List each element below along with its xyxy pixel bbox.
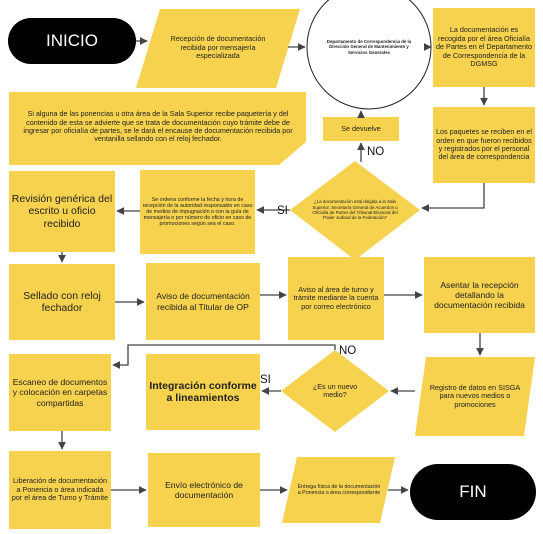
generic-review-box: [9, 171, 115, 252]
op-notice-box: [146, 263, 260, 340]
integration-label: Integración conforme a lineamientos: [149, 379, 257, 404]
integration-box: [146, 354, 260, 430]
edge-si-left: SI: [277, 205, 288, 217]
stamp-box: [9, 264, 115, 340]
stamp-label: Sellado con reloj fechador: [23, 289, 101, 314]
ordering-label: Se ordena conforme la fecha y hora de re…: [142, 196, 253, 228]
reception-parallelogram: [136, 9, 300, 88]
end-terminal: [410, 464, 536, 520]
edge-no-mid: NO: [339, 345, 357, 357]
record-reception-box: [424, 257, 535, 333]
returned-box: [323, 117, 399, 141]
pickup-box: [433, 8, 535, 87]
scanning-label: Escaneo de documentos y colocación en ca…: [12, 377, 108, 408]
op-notice-label: Aviso de documentación recibida al Titul…: [156, 291, 250, 312]
new-media-label: ¿Es un nuevo medio?: [312, 381, 358, 399]
returned-label: Se devuelve: [341, 123, 381, 133]
electronic-send-box: [148, 453, 260, 527]
edge-si-mid: SI: [260, 374, 271, 386]
release-box: [9, 451, 111, 529]
physical-delivery-parallelogram: [282, 457, 395, 523]
package-order-box: [433, 107, 535, 183]
addressed-decision: [290, 161, 420, 260]
turn-notice-label: Aviso al área de turno y trámite mediant…: [293, 284, 379, 311]
start-terminal: [8, 18, 136, 64]
package-order-label: Los paquetes se reciben en el orden en q…: [436, 127, 532, 162]
record-reception-label: Asentar la recepción detallando la docum…: [434, 279, 525, 311]
department-circle: [306, 0, 432, 110]
release-label: Liberación de documentación a Ponencia o…: [11, 476, 109, 503]
department-label: Departamento de Correspondencia de la Di…: [326, 39, 412, 55]
ordering-box: [140, 170, 255, 254]
reception-label: Recepción de documentación recibida por …: [170, 34, 266, 61]
start-label: INICIO: [46, 30, 98, 50]
sala-notice-shape: [9, 92, 306, 165]
addressed-decision-label: ¿La documentación está dirigida a la Sal…: [312, 199, 398, 221]
pickup-label: La documentación es recogida por el área…: [436, 25, 532, 69]
arrow-new-media-to-scanning: [112, 344, 336, 369]
generic-review-label: Revisión genérica del escrito u oficio r…: [11, 192, 113, 230]
new-media-decision: [281, 350, 389, 432]
sisga-parallelogram: [415, 357, 535, 436]
edge-no-top: NO: [367, 146, 385, 158]
end-label: FIN: [459, 481, 487, 501]
sala-notice-label: Si alguna de las ponencias u otra área d…: [23, 109, 293, 144]
electronic-send-label: Envío electrónico de documentación: [165, 479, 243, 500]
scanning-box: [9, 354, 111, 431]
turn-notice-box: [288, 257, 384, 340]
arrow-packages-to-decision: [421, 183, 485, 212]
physical-delivery-label: Entrega física de la documentación a Pon…: [297, 483, 381, 496]
sisga-label: Registro de datos en SISGA para nuevos m…: [429, 382, 521, 409]
